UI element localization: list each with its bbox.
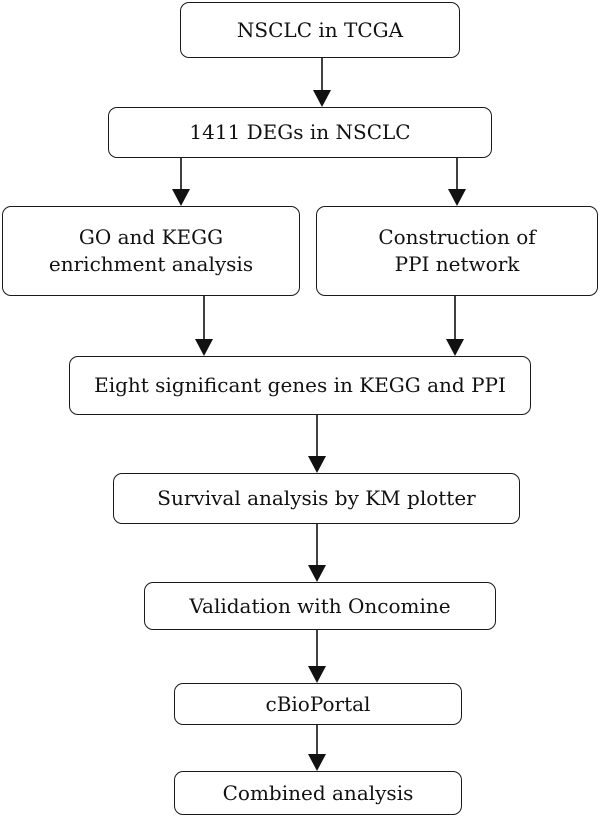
arrow-degs-to-enrichment	[172, 158, 190, 206]
node-survival-analysis: Survival analysis by KM plotter	[113, 473, 520, 524]
node-oncomine-validation: Validation with Oncomine	[144, 582, 496, 630]
node-cbioportal: cBioPortal	[174, 683, 462, 725]
node-significant-genes: Eight significant genes in KEGG and PPI	[69, 356, 531, 415]
arrow-genes-to-survival	[308, 415, 326, 473]
node-combined-analysis: Combined analysis	[174, 771, 462, 815]
node-nsclc-tcga: NSCLC in TCGA	[180, 2, 460, 58]
node-enrichment-analysis: GO and KEGG enrichment analysis	[2, 206, 300, 296]
node-oncomine-validation-label: Validation with Oncomine	[189, 593, 451, 618]
node-ppi-network: Construction of PPI network	[316, 206, 598, 296]
arrow-oncomine-to-cbioportal	[308, 630, 326, 683]
node-enrichment-analysis-label: GO and KEGG enrichment analysis	[48, 225, 254, 276]
node-degs: 1411 DEGs in NSCLC	[108, 107, 492, 158]
arrow-enrichment-to-genes	[195, 296, 213, 356]
node-survival-analysis-label: Survival analysis by KM plotter	[157, 486, 476, 510]
arrow-ppi-to-genes	[446, 296, 464, 356]
node-significant-genes-label: Eight significant genes in KEGG and PPI	[94, 373, 506, 397]
arrow-cbioportal-to-combined	[308, 725, 326, 771]
arrow-tcga-to-degs	[313, 58, 331, 107]
arrow-degs-to-ppi	[448, 158, 466, 206]
node-cbioportal-label: cBioPortal	[265, 691, 371, 716]
node-nsclc-tcga-label: NSCLC in TCGA	[236, 17, 404, 42]
node-combined-analysis-label: Combined analysis	[222, 780, 414, 805]
arrow-survival-to-oncomine	[308, 524, 326, 582]
node-ppi-network-label: Construction of PPI network	[378, 225, 536, 276]
node-degs-label: 1411 DEGs in NSCLC	[189, 120, 411, 144]
